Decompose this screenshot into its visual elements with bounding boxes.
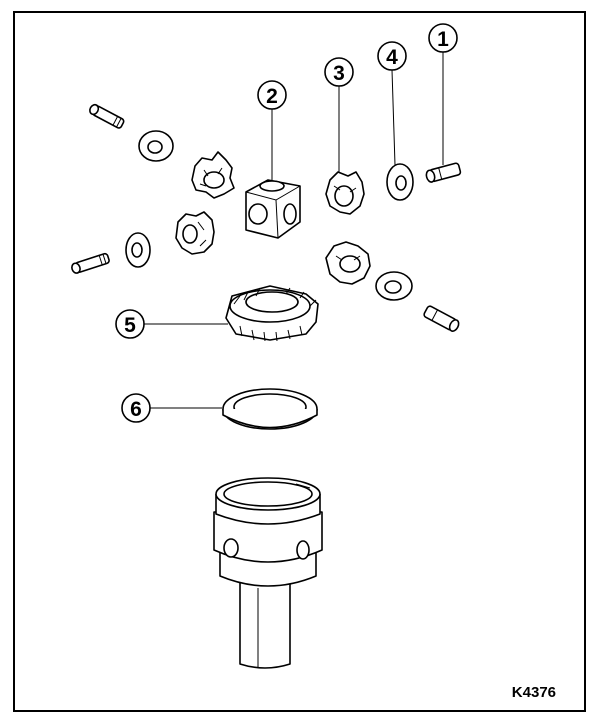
thrust-washer-lower-right xyxy=(375,271,413,301)
thrust-washer-lower-left xyxy=(125,232,151,268)
callout-6: 6 xyxy=(121,393,222,423)
pinion-gear-lower-left xyxy=(175,211,215,255)
callout-4-label: 4 xyxy=(386,46,398,69)
figure-reference-code: K4376 xyxy=(512,684,556,701)
pinion-gear-lower-right xyxy=(325,241,371,285)
callout-3: 3 xyxy=(324,57,354,172)
pin-lower-right xyxy=(423,305,460,332)
side-gear-5 xyxy=(225,285,319,342)
callout-2-label: 2 xyxy=(266,85,278,108)
callout-4-leader xyxy=(391,69,396,166)
callout-5: 5 xyxy=(115,309,228,339)
differential-housing xyxy=(213,477,323,669)
callout-6-label: 6 xyxy=(130,398,142,421)
callout-1: 1 xyxy=(428,23,458,165)
pin-1 xyxy=(425,162,462,183)
spider-block xyxy=(245,179,301,239)
callout-1-label: 1 xyxy=(437,28,449,51)
pin-top-left xyxy=(89,103,125,129)
thrust-washer-4 xyxy=(386,163,414,201)
callout-5-label: 5 xyxy=(124,314,136,337)
callout-4: 4 xyxy=(377,41,407,166)
pinion-gear-upper-left xyxy=(191,151,235,199)
callout-3-label: 3 xyxy=(333,62,345,85)
callout-2: 2 xyxy=(257,80,287,180)
diagram-frame xyxy=(13,11,586,712)
thrust-washer-top-left xyxy=(138,130,174,162)
pin-lower-left xyxy=(71,252,110,274)
thrust-washer-6 xyxy=(222,388,318,430)
pinion-gear-3 xyxy=(325,171,365,215)
